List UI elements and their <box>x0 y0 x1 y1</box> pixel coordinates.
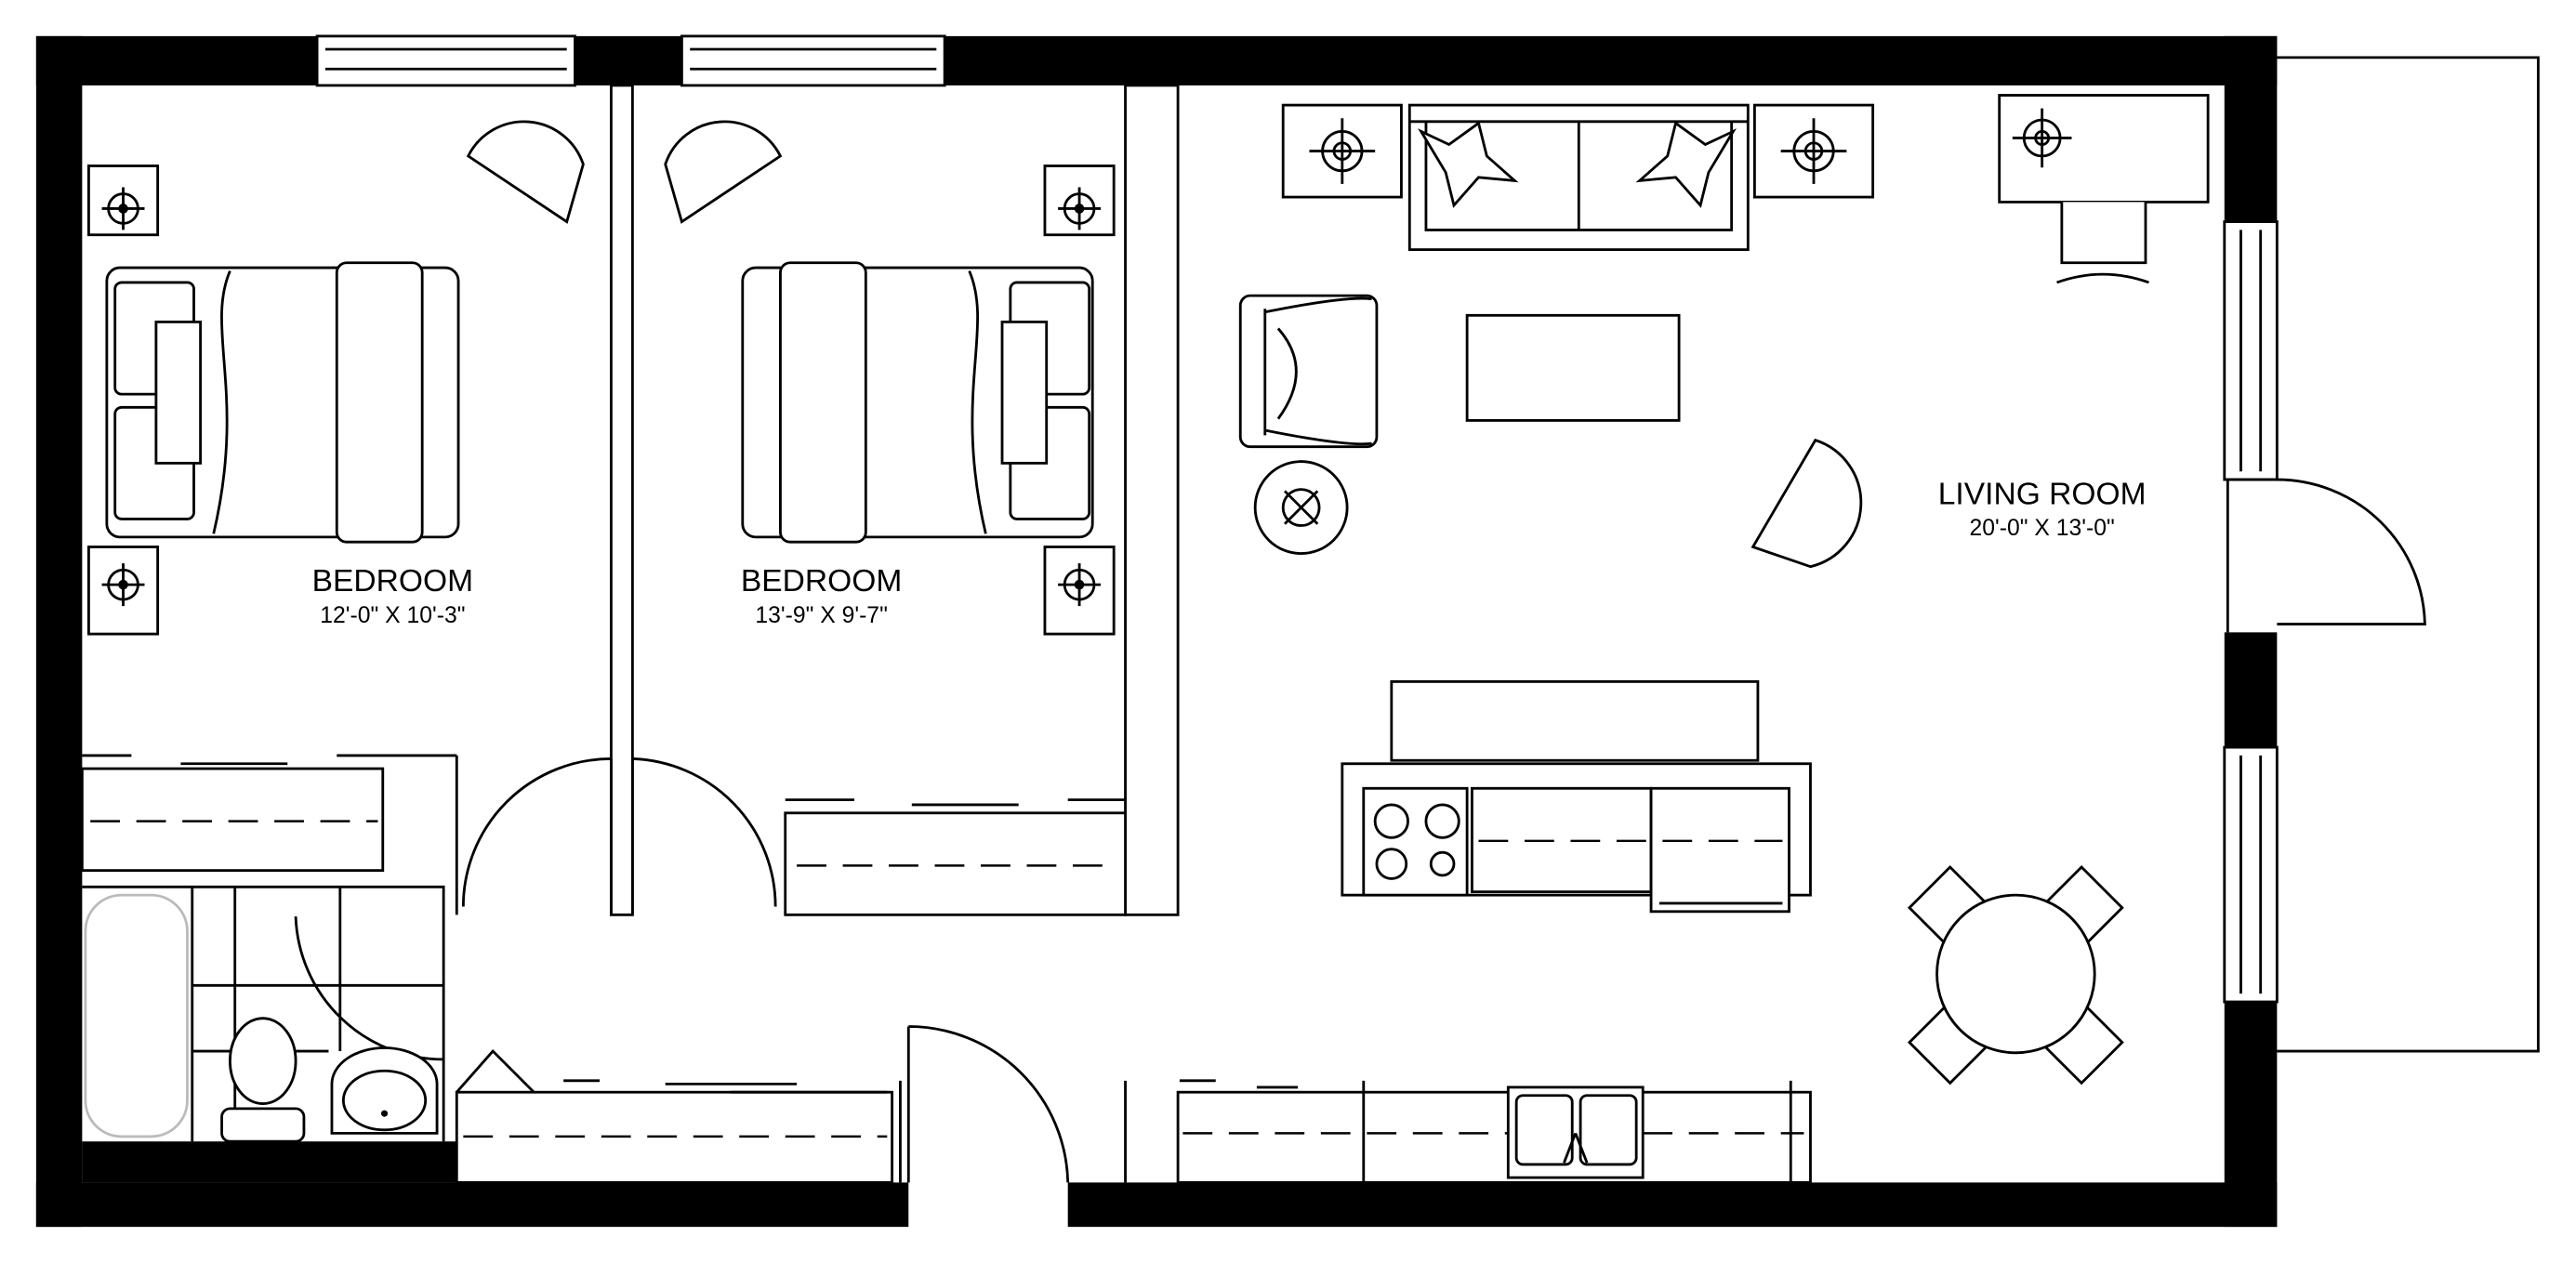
room-label-bedroom-1: BEDROOM <box>312 564 473 599</box>
end-table <box>1752 103 1875 199</box>
lower-counter <box>1124 1079 1812 1184</box>
dishwasher <box>1649 786 1790 914</box>
armchair-bedroom-1 <box>466 120 585 224</box>
closet-bedroom-2 <box>784 798 1127 916</box>
side-table-round <box>1253 460 1349 555</box>
desk-chair <box>2056 202 2149 284</box>
window-living-1 <box>2223 220 2279 481</box>
kitchen-island <box>1390 679 1760 762</box>
nightstand <box>1043 164 1116 237</box>
bed-bedroom-1 <box>105 261 460 544</box>
room-size-living-room: 20'-0" X 13'-0" <box>1970 516 2115 541</box>
room-label-living-room: LIVING ROOM <box>1938 478 2147 512</box>
exterior-walls <box>35 35 2278 1228</box>
balcony-door[interactable] <box>2226 478 2426 633</box>
coffee-table <box>1465 313 1681 422</box>
nightstand <box>87 164 160 237</box>
bathtub <box>84 893 189 1138</box>
room-label-bedroom-2: BEDROOM <box>741 564 902 599</box>
window-bedroom-1 <box>315 34 576 87</box>
end-table <box>1281 103 1403 199</box>
bathroom-sink <box>330 1046 439 1135</box>
door-bedroom-2[interactable] <box>630 757 777 915</box>
kitchen-sink <box>1506 1085 1645 1179</box>
window-living-2 <box>2223 745 2279 1004</box>
toilet <box>220 1017 306 1143</box>
armchair-bedroom-2 <box>664 120 783 224</box>
door-bedroom-1[interactable] <box>461 757 613 915</box>
door-bathroom[interactable] <box>294 916 444 1061</box>
lounge-chair <box>1750 438 1863 569</box>
stove <box>1362 786 1469 897</box>
dining-set <box>1907 865 2124 1085</box>
room-size-bedroom-2: 13'-9" X 9'-7" <box>755 603 888 628</box>
interior-walls <box>82 84 1180 1142</box>
dining-table <box>1935 893 2096 1055</box>
closet-hall <box>455 1079 902 1184</box>
room-size-bedroom-1: 12'-0" X 10'-3" <box>320 603 465 628</box>
armchair <box>1238 294 1379 449</box>
sofa <box>1407 103 1750 252</box>
desk <box>1998 94 2210 204</box>
closet-bedroom-1 <box>80 754 457 873</box>
bathroom-tiles <box>191 887 444 1142</box>
balcony <box>2277 56 2540 1053</box>
bed-bedroom-2 <box>741 261 1094 544</box>
nightstand <box>1043 546 1116 636</box>
nightstand <box>87 546 160 636</box>
entry-door[interactable] <box>906 1025 1070 1183</box>
hall-door-stop <box>456 1048 535 1094</box>
window-bedroom-2 <box>680 34 946 87</box>
